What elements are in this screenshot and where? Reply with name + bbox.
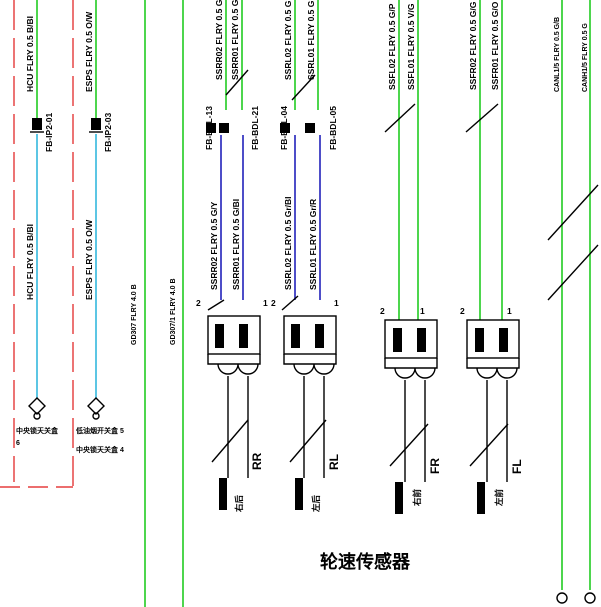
switch2-label: 低油烟开关盒 5 — [75, 426, 124, 435]
red-boundary — [0, 0, 74, 488]
switch2-label2: 中央锁天关盒 4 — [76, 445, 124, 454]
label-hcu-top: HCU FLRY 0.5 B/BI — [25, 16, 35, 92]
label-ssrl02-mid: SSRL02 FLRY 0.5 Gr/BI — [283, 196, 293, 290]
connector-fb-bdl-04: FB-BDL-04 — [279, 106, 289, 150]
connector-fb-ip2-03: FB-IP2-03 — [103, 113, 113, 152]
sensor-fr-code: FR — [428, 458, 442, 474]
pin-rl-1: 1 — [334, 298, 339, 308]
diagram-title: 轮速传感器 — [320, 551, 411, 572]
sensor-rl-name: 左后 — [311, 494, 321, 513]
pin-rr-2: 2 — [196, 298, 201, 308]
pin-fl-1: 1 — [507, 306, 512, 316]
pin-rl-2: 2 — [271, 298, 276, 308]
label-ssrr01-top: SSRR01 FLRY 0.5 G/Bl — [230, 0, 240, 80]
label-hcu-mid: HCU FLRY 0.5 B/BI — [25, 224, 35, 300]
sensor-fl-code: FL — [510, 459, 524, 474]
connector-fb-bdl-13: FB-BDL-13 — [204, 106, 214, 150]
label-canl: CANL1/5 FLRY 0.5 G/B — [554, 17, 561, 92]
connector-fb-ip2-01: FB-IP2-01 — [44, 113, 54, 152]
ground-wires — [144, 0, 184, 607]
connector-fb-bdl-21: FB-BDL-21 — [250, 106, 260, 150]
fl-fr-wires — [384, 0, 503, 320]
label-ssfl01-top: SSFL01 FLRY 0.5 V/G — [406, 3, 416, 90]
pin-rr-1: 1 — [263, 298, 268, 308]
can-wires — [547, 0, 599, 604]
sensor-fl-name: 左前 — [494, 488, 504, 507]
sensor-fr-name: 右前 — [412, 488, 422, 507]
pin-fr-2: 2 — [380, 306, 385, 316]
label-esps-mid: ESPS FLRY 0.5 O/W — [84, 219, 94, 300]
hcu-wire — [28, 0, 46, 420]
rl-wires — [280, 0, 321, 311]
sensor-rl-code: RL — [327, 454, 341, 470]
pin-fr-1: 1 — [420, 306, 425, 316]
label-ssrr02-top: SSRR02 FLRY 0.5 G/Y — [214, 0, 224, 80]
label-canh: CANH1/5 FLRY 0.5 G — [582, 23, 589, 92]
label-esps-top: ESPS FLRY 0.5 O/W — [84, 11, 94, 92]
label-ssfr02-top: SSFR02 FLRY 0.5 G/G — [468, 1, 478, 90]
rr-wires — [206, 0, 249, 311]
pin-fl-2: 2 — [460, 306, 465, 316]
sensor-rr-code: RR — [250, 452, 264, 470]
label-ssrr01-mid: SSRR01 FLRY 0.5 G/BI — [231, 199, 241, 290]
sensor-rr-name: 右后 — [234, 494, 244, 513]
label-ssrl01-top: SSRL01 FLRY 0.5 Gr/R — [306, 0, 316, 80]
switch1-label: 中央锁天关盒 — [16, 426, 59, 435]
label-ssrr02-mid: SSRR02 FLRY 0.5 G/Y — [209, 201, 219, 290]
label-ssrl02-top: SSRL02 FLRY 0.5 Gr/Bl — [283, 0, 293, 80]
label-ssfr01-top: SSFR01 FLRY 0.5 G/O — [490, 1, 500, 90]
label-gd307: GD307 FLRY 4.0 B — [131, 284, 138, 345]
label-ssfl02-top: SSFL02 FLRY 0.5 G/P — [387, 3, 397, 90]
label-gd307-1: GD307/1 FLRY 4.0 B — [170, 278, 177, 345]
switch1-number: 6 — [16, 440, 20, 447]
connector-fb-bdl-05: FB-BDL-05 — [328, 106, 338, 150]
esps-wire — [87, 0, 105, 420]
sensor-modules — [207, 315, 520, 514]
label-ssrl01-mid: SSRL01 FLRY 0.5 Gr/R — [308, 199, 318, 290]
